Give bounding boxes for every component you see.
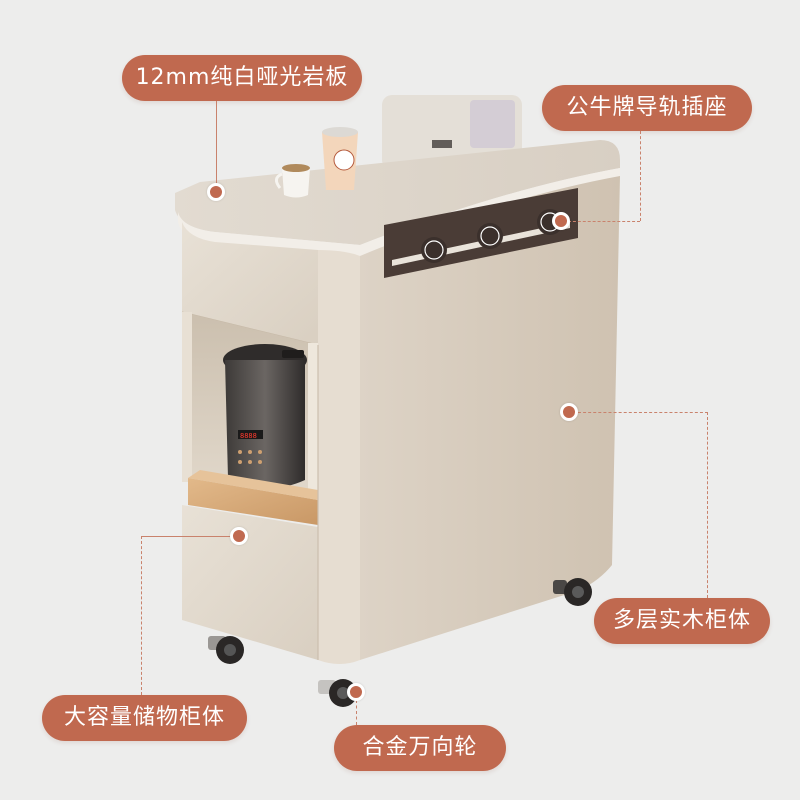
connector-line bbox=[141, 536, 142, 695]
mugs bbox=[275, 127, 358, 198]
power-rail-strip bbox=[384, 188, 578, 278]
callout-countertop-label: 12mm纯白哑光岩板 bbox=[122, 55, 362, 101]
marker-dot-storage bbox=[230, 527, 248, 545]
rice-cooker: 8888 bbox=[223, 344, 307, 489]
connector-line bbox=[568, 221, 640, 222]
callout-casters-label: 合金万向轮 bbox=[334, 725, 506, 771]
callout-power-rail-label: 公牛牌导轨插座 bbox=[542, 85, 752, 131]
connector-line bbox=[578, 412, 708, 413]
marker-dot-casters bbox=[347, 683, 365, 701]
callout-cabinet-body-label: 多层实木柜体 bbox=[594, 598, 770, 644]
connector-line bbox=[141, 536, 241, 537]
connector-line bbox=[640, 131, 641, 221]
connector-line bbox=[707, 412, 708, 598]
connector-line bbox=[356, 700, 357, 725]
marker-dot-countertop bbox=[207, 183, 225, 201]
marker-dot-cabinet-body bbox=[560, 403, 578, 421]
marker-dot-power-rail bbox=[552, 212, 570, 230]
svg-text:8888: 8888 bbox=[240, 432, 257, 440]
connector-line bbox=[216, 101, 217, 189]
callout-storage-label: 大容量储物柜体 bbox=[42, 695, 247, 741]
